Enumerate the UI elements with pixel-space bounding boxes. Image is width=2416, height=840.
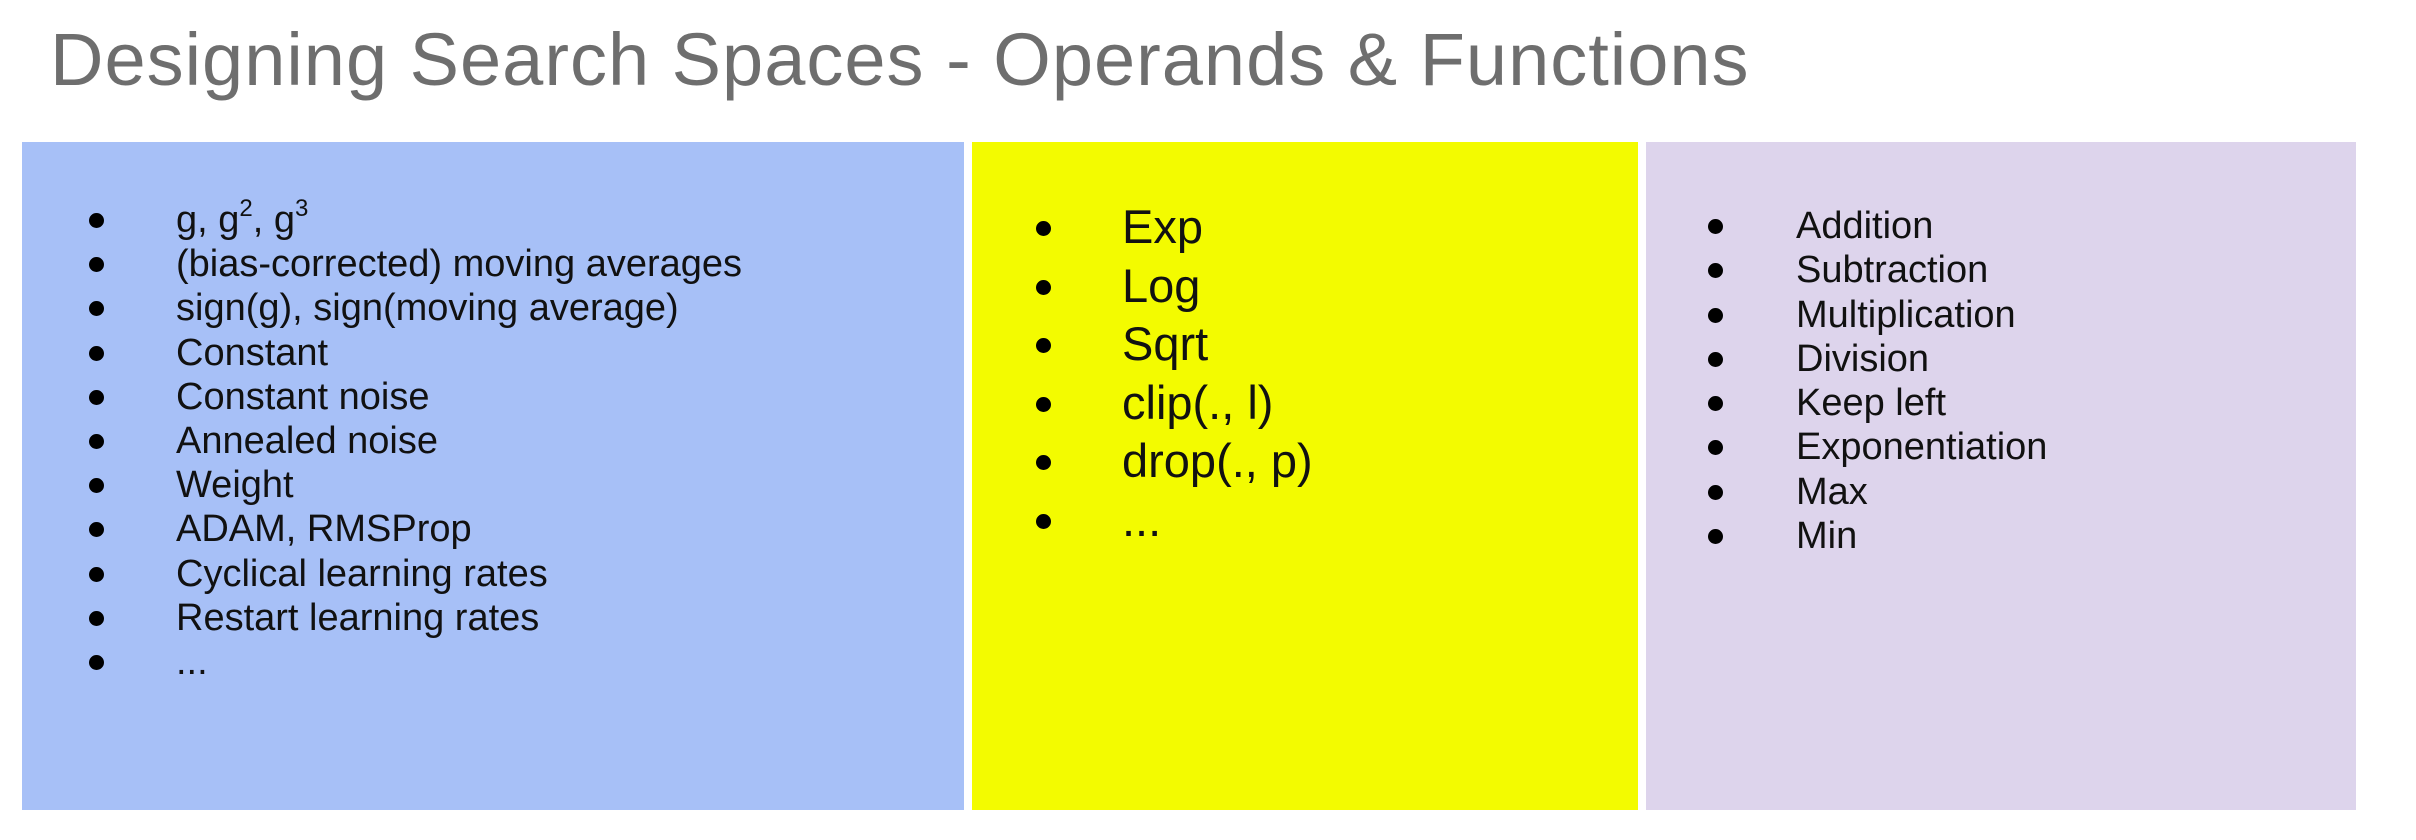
bullet-icon [89,433,104,449]
bullet-icon [1708,396,1723,412]
list-item: Annealed noise [22,419,742,463]
bullet-icon [1708,529,1723,545]
list-item: sign(g), sign(moving average) [22,286,742,330]
list-item-label: sign(g), sign(moving average) [176,287,679,330]
list-item: ADAM, RMSProp [22,507,742,551]
bullet-icon [1708,484,1723,500]
list-item-label: Constant [176,331,329,374]
list-item-label: ... [176,640,208,683]
unary-functions-list: Exp Log Sqrt clip(., l) drop(., p) ... [972,198,1313,549]
list-item-label: (bias-corrected) moving averages [176,243,743,286]
list-item: (bias-corrected) moving averages [22,242,742,286]
operands-panel: g, g2, g3 (bias-corrected) moving averag… [22,142,964,810]
bullet-icon [1036,396,1051,412]
superscript-3: 3 [295,195,309,222]
bullet-icon [89,257,104,273]
bullet-icon [1036,513,1051,529]
list-item: Log [972,257,1313,316]
list-item-label: Multiplication [1796,293,2016,336]
bullet-icon [1036,221,1051,236]
list-item: Division [1646,337,2047,381]
binary-functions-panel: Addition Subtraction Multiplication Divi… [1646,142,2356,810]
bullet-icon [89,522,104,538]
bullet-icon [1708,440,1723,456]
list-item: Weight [22,463,742,507]
list-item: drop(., p) [972,432,1313,491]
superscript-2: 2 [239,195,253,222]
list-item-label: ... [1122,492,1162,546]
operand-g-mid: , g [252,199,295,241]
bullet-icon [1708,263,1723,279]
list-item-label: Annealed noise [176,419,438,462]
bullet-icon [1036,279,1051,295]
bullet-icon [89,345,104,361]
list-item-label: Min [1796,515,1858,558]
list-item: g, g2, g3 [22,195,742,242]
list-item-label: Sqrt [1122,317,1209,370]
list-item: Restart learning rates [22,596,742,640]
list-item-label: Log [1122,258,1201,312]
list-item-label: Keep left [1796,382,1946,425]
binary-functions-list: Addition Subtraction Multiplication Divi… [1646,204,2047,558]
list-item: ... [22,640,742,684]
list-item-label: Constant noise [176,375,430,418]
list-item: Cyclical learning rates [22,552,742,596]
bullet-icon [89,566,104,582]
list-item-label: Max [1796,470,1868,513]
list-item: Multiplication [1646,293,2047,337]
list-item-label: Division [1796,337,1930,380]
bullet-icon [1036,338,1051,353]
bullet-icon [1708,351,1723,367]
list-item: Addition [1646,204,2047,248]
bullet-icon [89,301,104,317]
list-item-label: clip(., l) [1122,375,1274,429]
list-item-label: Weight [176,464,294,507]
operand-g-label: g, g [176,199,240,241]
list-item: Exponentiation [1646,425,2047,469]
list-item-label: ADAM, RMSProp [176,508,472,551]
operands-list: g, g2, g3 (bias-corrected) moving averag… [22,195,742,684]
bullet-icon [1708,307,1723,323]
list-item: Exp [972,198,1313,257]
unary-functions-panel: Exp Log Sqrt clip(., l) drop(., p) ... [972,142,1638,810]
list-item-label: Addition [1796,205,1934,247]
list-item: Max [1646,470,2047,514]
list-item-label: Cyclical learning rates [176,552,548,595]
list-item: Subtraction [1646,248,2047,292]
list-item-label: Exponentiation [1796,426,2048,469]
bullet-icon [89,654,104,670]
list-item: Keep left [1646,381,2047,425]
list-item: ... [972,491,1313,550]
bullet-icon [89,389,104,405]
list-item-label: Subtraction [1796,249,1989,292]
list-item: Constant noise [22,375,742,419]
bullet-icon [89,213,104,228]
bullet-icon [89,610,104,626]
bullet-icon [1036,455,1051,470]
slide-title: Designing Search Spaces - Operands & Fun… [50,18,1750,101]
list-item: clip(., l) [972,374,1313,433]
list-item-label: Restart learning rates [176,596,540,639]
list-item-label: Exp [1122,200,1203,253]
list-item-label: drop(., p) [1122,434,1313,487]
list-item: Sqrt [972,315,1313,374]
bullet-icon [1708,219,1723,234]
list-item: Constant [22,331,742,375]
list-item: Min [1646,514,2047,558]
bullet-icon [89,478,104,494]
